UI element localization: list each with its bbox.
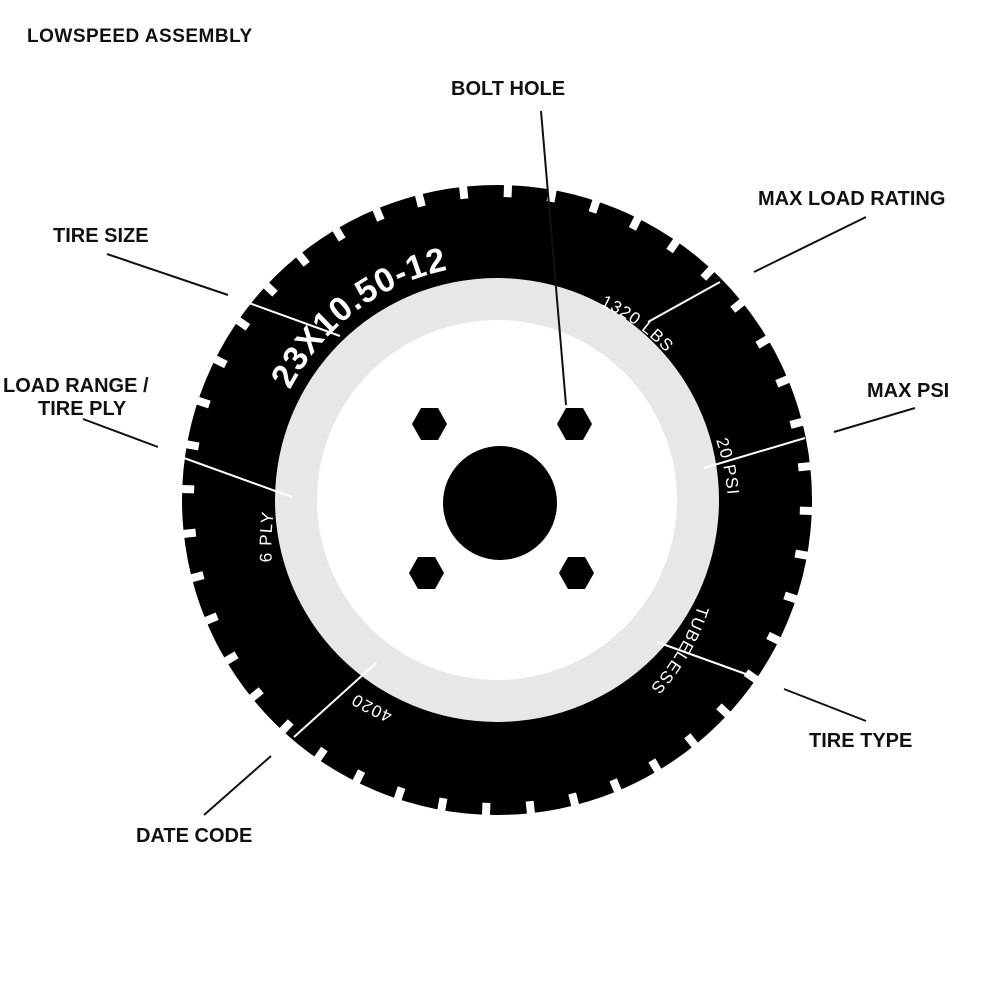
- callout-bolt-hole: BOLT HOLE: [451, 78, 565, 100]
- tread-notch: [352, 769, 366, 785]
- tread-notch: [295, 251, 310, 267]
- tread-notch: [313, 746, 328, 762]
- bolt-hole-top-right: [557, 408, 592, 440]
- callout-load-range: LOAD RANGE /: [3, 375, 149, 397]
- page-title: LOWSPEED ASSEMBLY: [27, 26, 253, 47]
- tread-notch: [248, 687, 264, 702]
- callout-tire-type: TIRE TYPE: [809, 730, 912, 752]
- max-load-leader-inner: [647, 281, 721, 323]
- tread-notch: [503, 184, 513, 198]
- tread-notch: [783, 591, 799, 604]
- tread-notch: [766, 631, 782, 645]
- callout-max-psi: MAX PSI: [867, 380, 949, 402]
- tread-notch: [700, 265, 716, 281]
- tread-notch: [223, 651, 239, 665]
- tread-notch: [235, 316, 251, 331]
- max-psi-leader: [833, 407, 916, 433]
- tread-notch: [797, 461, 812, 472]
- tread-notch: [684, 733, 699, 749]
- tread-notch: [794, 549, 809, 560]
- tread-notch: [181, 484, 195, 494]
- tread-notch: [185, 440, 200, 451]
- callout-tire-ply: TIRE PLY: [38, 398, 127, 420]
- tread-notch: [195, 396, 211, 409]
- tread-notch: [775, 375, 791, 388]
- tread-notch: [372, 206, 385, 222]
- tire-type-leader-inner: [656, 641, 755, 678]
- tread-notch: [189, 571, 205, 583]
- bolt-hole-bottom-right: [559, 557, 594, 589]
- ply-marking: 6 PLY: [256, 510, 277, 563]
- tire-size-leader: [106, 253, 229, 296]
- tread-notch: [414, 192, 426, 208]
- tread-notch: [628, 215, 642, 231]
- tread-notch: [588, 198, 601, 214]
- tread-notch: [458, 185, 469, 200]
- tread-notch: [437, 797, 448, 812]
- tire-size-leader-inner: [248, 302, 341, 337]
- tread-notches: [181, 184, 813, 816]
- bolt-hole-top-left: [412, 408, 447, 440]
- callout-date-code: DATE CODE: [136, 825, 252, 847]
- load-range-leader: [82, 418, 159, 448]
- tread-notch: [609, 778, 622, 794]
- tread-notch: [262, 281, 278, 297]
- tread-notch: [182, 528, 197, 539]
- date-code-leader-inner: [293, 662, 377, 738]
- center-hub: [443, 446, 557, 560]
- tread-notch: [568, 792, 580, 808]
- tread-notch: [716, 703, 732, 719]
- tread-notch: [212, 355, 228, 369]
- date-code-leader: [203, 755, 272, 816]
- callout-tire-size: TIRE SIZE: [53, 225, 149, 247]
- max-psi-leader-inner: [703, 437, 806, 469]
- tread-notch: [332, 226, 346, 242]
- tire-type-leader: [783, 688, 867, 722]
- tread-notch: [648, 758, 662, 774]
- bolt-hole-leader: [540, 110, 567, 406]
- tread-notch: [203, 612, 219, 625]
- callout-max-load-rating: MAX LOAD RATING: [758, 188, 945, 210]
- tread-notch: [799, 506, 813, 516]
- tread-notch: [730, 298, 746, 313]
- tread-notch: [789, 417, 805, 429]
- tread-notch: [481, 802, 491, 816]
- tread-notch: [666, 238, 681, 254]
- tread-notch: [393, 786, 406, 802]
- max-load-leader: [753, 216, 867, 273]
- tread-notch: [755, 335, 771, 349]
- load-range-leader-inner: [183, 457, 293, 498]
- tread-notch: [525, 800, 536, 815]
- tire: [181, 184, 813, 816]
- bolt-hole-bottom-left: [409, 557, 444, 589]
- tread-notch: [278, 719, 294, 735]
